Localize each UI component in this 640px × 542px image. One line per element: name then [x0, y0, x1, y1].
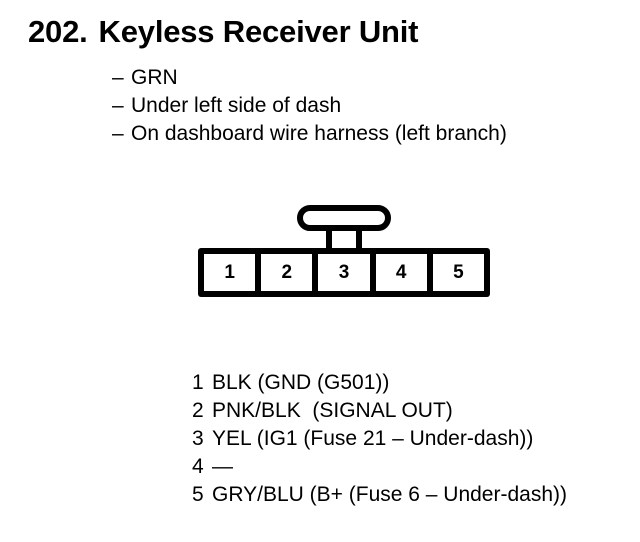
- pin-legend-list: 1 BLK (GND (G501)) 2 PNK/BLK (SIGNAL OUT…: [192, 369, 622, 509]
- dash-bullet-icon: –: [112, 122, 124, 145]
- pin-legend-row: 5 GRY/BLU (B+ (Fuse 6 – Under-dash)): [192, 481, 622, 509]
- dash-bullet-icon: –: [112, 66, 124, 89]
- note-item: – On dashboard wire harness (left branch…: [112, 120, 632, 148]
- pin-legend-number: 2: [192, 399, 204, 422]
- pin-legend-row: 1 BLK (GND (G501)): [192, 369, 622, 397]
- connector-pin-cell: 2: [261, 254, 313, 291]
- note-text: Under left side of dash: [131, 94, 342, 117]
- pin-legend-description: GRY/BLU (B+ (Fuse 6 – Under-dash)): [212, 483, 568, 506]
- notes-list: – GRN – Under left side of dash – On das…: [112, 64, 632, 148]
- pin-legend-number: 3: [192, 427, 204, 450]
- page-title: 202. Keyless Receiver Unit: [28, 14, 419, 50]
- pin-legend-number: 4: [192, 455, 204, 478]
- pin-legend-description: YEL (IG1 (Fuse 21 – Under-dash)): [212, 427, 534, 450]
- connector-pin-cell: 5: [432, 254, 485, 291]
- connector-pin-cell: 1: [204, 254, 256, 291]
- connector-latch-tab-icon: [297, 205, 391, 231]
- pin-legend-description: BLK (GND (G501)): [212, 371, 390, 394]
- connector-latch-stem-left-icon: [326, 225, 332, 249]
- connector-pin-cell: 4: [375, 254, 427, 291]
- pin-legend-number: 5: [192, 483, 204, 506]
- note-text: GRN: [131, 66, 178, 89]
- pin-legend-row: 2 PNK/BLK (SIGNAL OUT): [192, 397, 622, 425]
- connector-body: 1 2 3 4 5: [198, 248, 490, 297]
- connector-latch-stem-right-icon: [356, 225, 362, 249]
- pin-legend-description: PNK/BLK (SIGNAL OUT): [212, 399, 453, 422]
- connector-pin-cell: 3: [318, 254, 370, 291]
- pin-legend-row: 4 —: [192, 453, 622, 481]
- connector-diagram: 1 2 3 4 5: [198, 205, 490, 297]
- pin-legend-row: 3 YEL (IG1 (Fuse 21 – Under-dash)): [192, 425, 622, 453]
- pin-legend-description: —: [212, 455, 233, 478]
- note-text: On dashboard wire harness (left branch): [131, 122, 507, 145]
- page-title-text: Keyless Receiver Unit: [98, 14, 419, 49]
- page-title-number: 202.: [28, 14, 88, 49]
- pin-legend-number: 1: [192, 371, 204, 394]
- dash-bullet-icon: –: [112, 94, 124, 117]
- note-item: – GRN: [112, 64, 632, 92]
- note-item: – Under left side of dash: [112, 92, 632, 120]
